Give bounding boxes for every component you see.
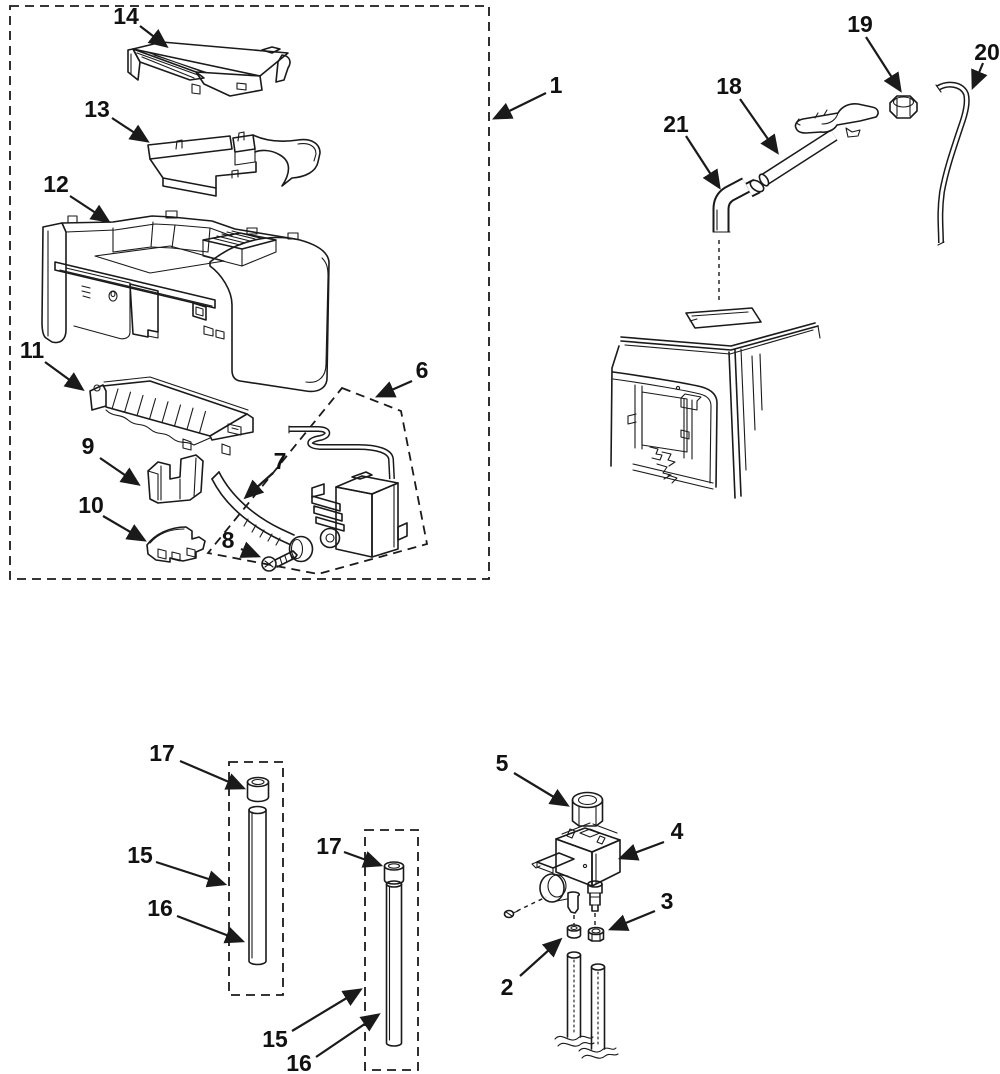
callout-7-label: 7 bbox=[274, 448, 287, 474]
part-control-module bbox=[288, 425, 408, 558]
callout-11-label: 11 bbox=[20, 337, 45, 363]
callout-1: 1 bbox=[492, 72, 563, 120]
callout-15-left-label: 15 bbox=[127, 842, 153, 868]
callout-15-left: 15 bbox=[127, 842, 228, 888]
module-kit-boundary bbox=[206, 386, 429, 575]
callout-4-label: 4 bbox=[671, 818, 684, 844]
callout-8-label: 8 bbox=[222, 527, 235, 553]
tube-kit-left bbox=[228, 761, 284, 996]
callout-6: 6 bbox=[374, 357, 429, 398]
icemaker-assembly-boundary bbox=[9, 5, 490, 580]
callout-3-label: 3 bbox=[661, 888, 674, 914]
callout-7: 7 bbox=[243, 448, 287, 500]
callout-15-right-label: 15 bbox=[262, 1026, 288, 1052]
callout-16-right: 16 bbox=[286, 1013, 381, 1074]
callout-10: 10 bbox=[78, 492, 147, 542]
callout-15-right: 15 bbox=[262, 988, 363, 1052]
callout-16-left-label: 16 bbox=[147, 895, 173, 921]
callout-8: 8 bbox=[222, 527, 262, 558]
part-icemaker-cover bbox=[127, 41, 291, 97]
callout-13: 13 bbox=[84, 96, 150, 143]
part-ferrule-2 bbox=[566, 924, 582, 939]
callout-20: 20 bbox=[971, 39, 1000, 91]
tube-kit-right bbox=[364, 829, 419, 1071]
callout-4: 4 bbox=[617, 818, 684, 861]
callout-6-label: 6 bbox=[416, 357, 429, 383]
part-fill-tube bbox=[758, 103, 879, 187]
part-valve-bushing-5 bbox=[571, 791, 604, 827]
callout-19-label: 19 bbox=[847, 11, 873, 37]
callout-18: 18 bbox=[716, 73, 779, 155]
callout-1-label: 1 bbox=[550, 72, 563, 98]
part-elbow-tube-21 bbox=[712, 177, 765, 233]
callout-10-label: 10 bbox=[78, 492, 104, 518]
part-water-line-20 bbox=[935, 81, 970, 246]
part-water-valve-4 bbox=[503, 822, 621, 928]
part-shutoff-arm bbox=[211, 471, 314, 563]
callout-13-label: 13 bbox=[84, 96, 110, 122]
part-support-clip bbox=[146, 526, 206, 563]
part-spacer-bracket bbox=[147, 454, 204, 504]
callout-2: 2 bbox=[501, 937, 563, 1000]
callout-16-left: 16 bbox=[147, 895, 246, 944]
callout-17-right: 17 bbox=[316, 833, 384, 868]
part-ice-tray bbox=[89, 376, 254, 456]
callout-17-right-label: 17 bbox=[316, 833, 342, 859]
part-compression-nut-3 bbox=[587, 926, 605, 942]
callout-3: 3 bbox=[607, 888, 674, 931]
callout-5: 5 bbox=[496, 750, 570, 807]
callouts: 14 13 12 1 11 6 9 7 bbox=[20, 3, 1000, 1074]
callout-19: 19 bbox=[847, 11, 902, 93]
part-screw bbox=[261, 550, 298, 572]
callout-14-label: 14 bbox=[113, 3, 139, 29]
callout-9: 9 bbox=[82, 433, 141, 486]
callout-16-right-label: 16 bbox=[286, 1050, 312, 1074]
cabinet-corner bbox=[610, 240, 821, 499]
valve-outlet-tubes bbox=[554, 951, 619, 1059]
part-hex-nut-19 bbox=[889, 95, 918, 119]
callout-20-label: 20 bbox=[974, 39, 1000, 65]
part-tray-shelf bbox=[147, 131, 321, 197]
callout-17-left-label: 17 bbox=[149, 740, 175, 766]
callout-9-label: 9 bbox=[82, 433, 95, 459]
callout-21: 21 bbox=[663, 111, 721, 190]
callout-18-label: 18 bbox=[716, 73, 742, 99]
part-icemaker-housing bbox=[41, 210, 330, 393]
callout-11: 11 bbox=[20, 337, 85, 391]
callout-12: 12 bbox=[43, 171, 111, 223]
callout-17-left: 17 bbox=[149, 740, 247, 790]
callout-2-label: 2 bbox=[501, 974, 514, 1000]
callout-14: 14 bbox=[113, 3, 169, 49]
callout-5-label: 5 bbox=[496, 750, 509, 776]
callout-12-label: 12 bbox=[43, 171, 69, 197]
callout-21-label: 21 bbox=[663, 111, 689, 137]
